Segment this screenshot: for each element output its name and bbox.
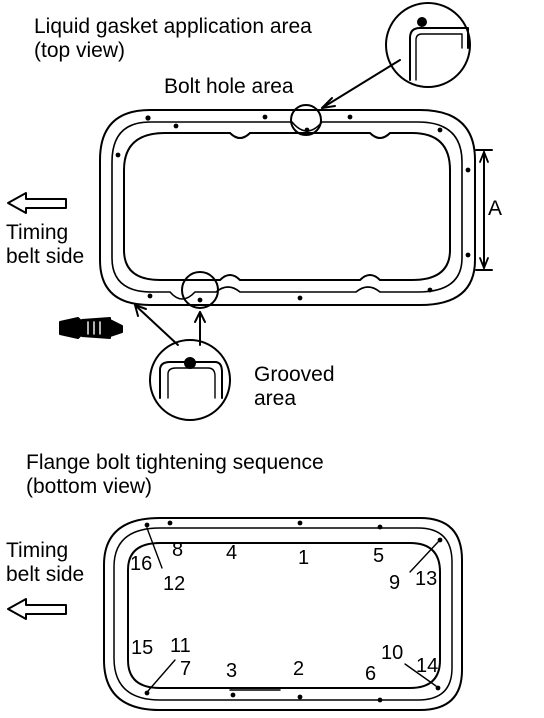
bolt-hole: [144, 522, 150, 528]
sequence-number-8: 8: [172, 539, 184, 561]
bolt-hole: [197, 297, 203, 303]
bolt-hole: [304, 127, 310, 133]
bolt-hole: [465, 252, 471, 258]
sequence-number-11: 11: [170, 635, 191, 657]
bolt-hole-detail: [385, 2, 471, 88]
sequence-number-13: 13: [415, 568, 438, 590]
bolt-hole: [465, 167, 471, 173]
sequence-number-1: 1: [298, 547, 310, 569]
sequence-number-14: 14: [416, 655, 439, 677]
sequence-number-5: 5: [373, 545, 385, 567]
sequence-number-16: 16: [130, 553, 153, 575]
grooved-area-marker: [181, 271, 219, 309]
bolt-hole-leader: [321, 59, 401, 109]
gasket-tube-icon: [59, 317, 123, 339]
bottom-timing-line1: Timing: [6, 539, 69, 562]
bolt-hole-area-marker: [290, 104, 322, 136]
bolt-hole-area-label: Bolt hole area: [164, 75, 294, 98]
bolt-hole: [262, 114, 268, 120]
bolt-hole: [377, 697, 383, 703]
dimension-a-marker: [475, 149, 493, 271]
bolt-hole: [230, 692, 236, 698]
bottom-view-pan: [103, 517, 463, 711]
bolt-hole: [297, 694, 303, 700]
sequence-number-15: 15: [131, 637, 154, 659]
top-timing-line2: belt side: [6, 245, 85, 268]
bolt-hole: [115, 152, 121, 158]
sequence-number-4: 4: [226, 542, 238, 564]
bolt-hole: [297, 295, 303, 301]
bolt-hole: [297, 520, 303, 526]
sequence-number-2: 2: [293, 658, 305, 680]
bolt-hole: [437, 537, 443, 543]
top-title-line1: Liquid gasket application area: [34, 15, 312, 38]
dimension-a-label: A: [488, 197, 503, 220]
top-view-pan: [99, 109, 476, 306]
sequence-number-12: 12: [163, 573, 186, 595]
top-timing-line1: Timing: [6, 221, 69, 244]
grooved-area-line1: Grooved: [254, 363, 335, 386]
grooved-area-line2: area: [254, 387, 297, 410]
grooved-area-detail: [149, 339, 231, 421]
bolt-hole: [173, 123, 179, 129]
bolt-hole: [377, 524, 383, 530]
bolt-hole: [437, 127, 443, 133]
sequence-number-3: 3: [226, 660, 238, 682]
bolt-hole: [347, 114, 353, 120]
sequence-number-7: 7: [180, 658, 192, 680]
bottom-title-line2: (bottom view): [26, 475, 153, 498]
top-title-line2: (top view): [34, 39, 126, 62]
bolt-hole: [427, 287, 433, 293]
left-arrow-icon: [7, 192, 67, 214]
sequence-number-9: 9: [389, 572, 401, 594]
bolt-hole: [147, 293, 153, 299]
bolt-hole: [145, 115, 151, 121]
bottom-title-line1: Flange bolt tightening sequence: [26, 451, 324, 474]
sequence-number-10: 10: [381, 642, 404, 664]
sequence-number-6: 6: [365, 663, 377, 685]
bolt-hole: [144, 690, 150, 696]
bottom-timing-line2: belt side: [6, 563, 85, 586]
left-arrow-icon: [7, 598, 67, 620]
bolt-hole: [167, 520, 173, 526]
bolt-hole: [435, 685, 441, 691]
